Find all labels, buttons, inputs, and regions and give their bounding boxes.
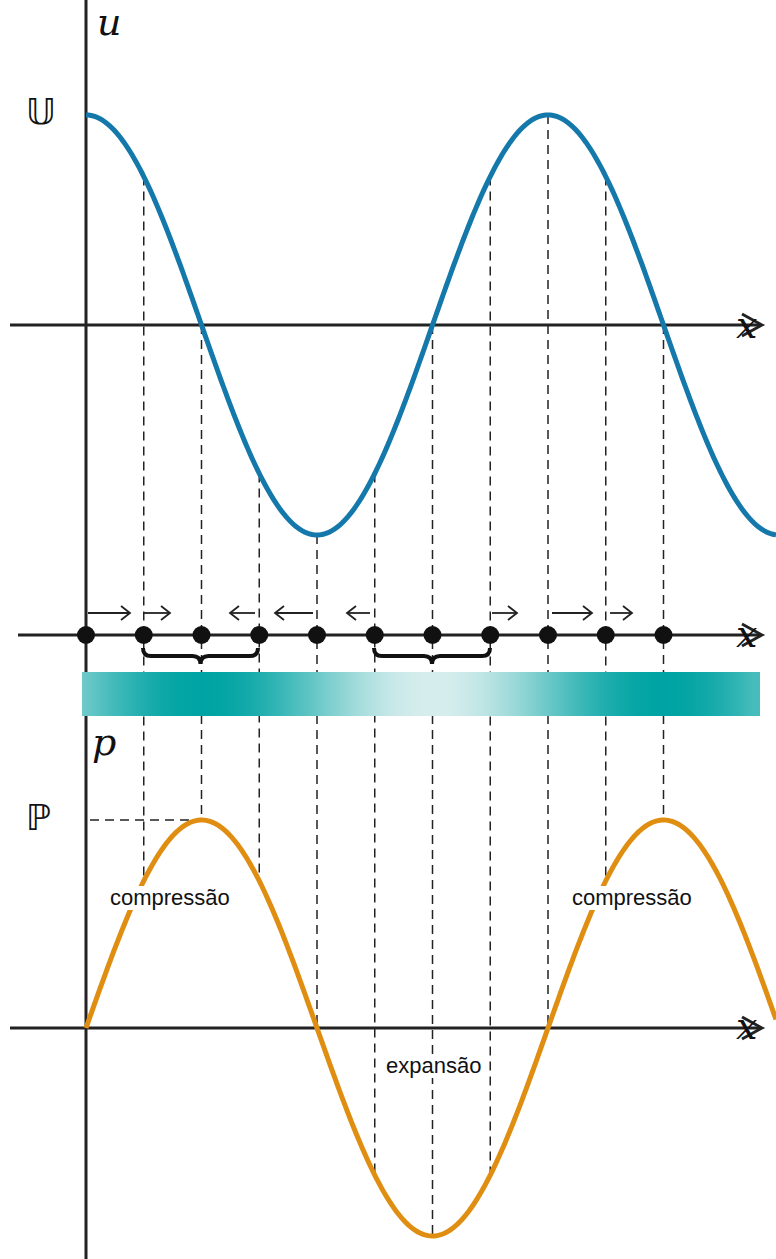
displacement-arrow (143, 606, 170, 620)
x-axis (10, 1017, 762, 1039)
guide-line (316, 535, 318, 1028)
medium-band (82, 672, 760, 716)
particle-dot (77, 626, 95, 644)
particle-dot (597, 626, 615, 644)
guide-line (374, 473, 376, 1175)
axis-label: x (736, 614, 757, 656)
pressure-curve (86, 820, 776, 1236)
region-label: expansão (384, 1054, 483, 1078)
particle-dot (424, 626, 442, 644)
amplitude-guide (90, 819, 200, 821)
particle-dot (481, 626, 499, 644)
amplitude-symbol: ℙ (26, 798, 51, 838)
region-label: compressão (570, 886, 694, 910)
group-brace (374, 648, 490, 664)
group-brace (143, 648, 258, 664)
particle-dot (366, 626, 384, 644)
particle-dot (539, 626, 557, 644)
guide-line (432, 325, 434, 1236)
particle-dot (655, 626, 673, 644)
displacement-curve (86, 115, 776, 535)
displacement-arrow (610, 606, 632, 620)
displacement-arrow (88, 606, 130, 620)
x-axis (10, 314, 762, 336)
guide-line (605, 177, 607, 881)
region-label: compressão (108, 886, 232, 910)
guide-line (143, 177, 145, 881)
x-axis (18, 624, 762, 646)
axis-label: p (92, 722, 116, 764)
amplitude-symbol: 𝕌 (26, 92, 56, 132)
displacement-arrow (347, 606, 370, 620)
particle-dot (135, 626, 153, 644)
guide-line (201, 325, 203, 820)
displacement-arrow (552, 606, 592, 620)
axis-label: x (736, 1006, 757, 1048)
guide-line (663, 325, 665, 820)
displacement-arrow (492, 606, 517, 620)
displacement-arrow (230, 606, 255, 620)
displacement-arrow (275, 606, 313, 620)
particle-dot (250, 626, 268, 644)
axis-label: x (736, 305, 757, 347)
particle-dot (193, 626, 211, 644)
guide-line (547, 115, 549, 1028)
axis-label: u (97, 2, 121, 44)
particle-dot (308, 626, 326, 644)
